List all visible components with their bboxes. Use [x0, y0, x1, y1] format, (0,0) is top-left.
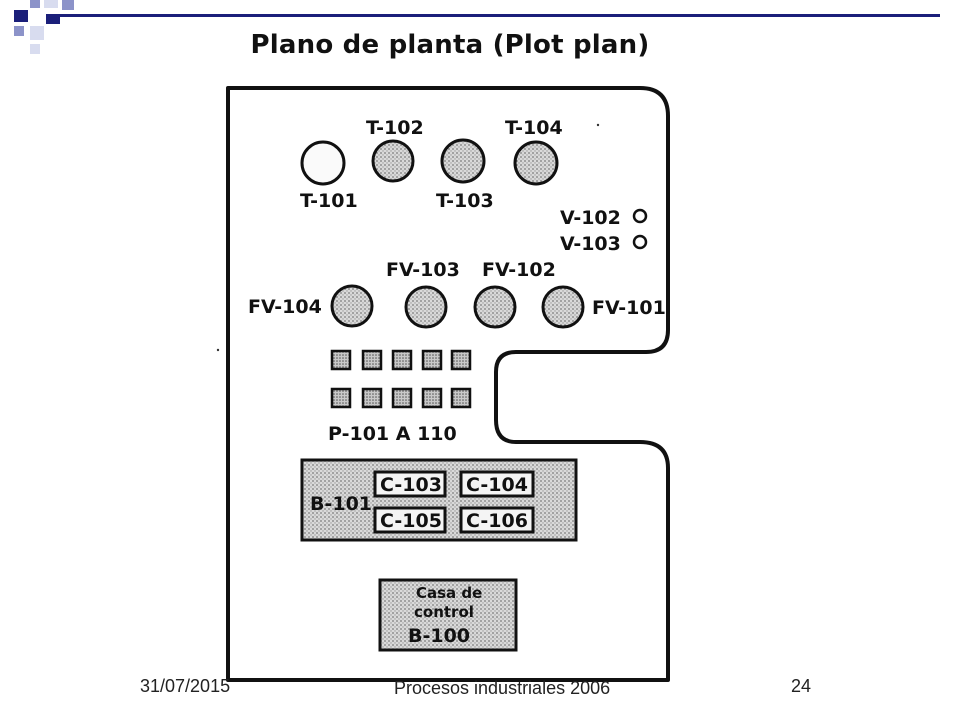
unit-c104: [459, 470, 535, 498]
unit-c103: [373, 470, 447, 498]
footer-date: 31/07/2015: [140, 676, 231, 696]
unit-label: C-105: [380, 510, 442, 532]
vessel-fv102: [473, 285, 517, 329]
page-number: 24: [791, 676, 812, 696]
unit-c106: [459, 506, 535, 534]
control-house-b100: [378, 578, 518, 652]
vessel-v103: [632, 234, 648, 250]
slide-title: Plano de planta (Plot plan): [250, 30, 650, 60]
unit-label: C-103: [380, 474, 442, 496]
tank-label: T-104: [505, 117, 563, 139]
unit-label: C-104: [466, 474, 528, 496]
building-label: B-101: [310, 493, 372, 515]
vessel-label: V-103: [560, 233, 621, 255]
slide-decoration: [14, 0, 940, 54]
control-house-line2: control: [414, 603, 474, 621]
pumps-label: P-101 A 110: [328, 423, 457, 445]
tank-t103: [440, 138, 486, 184]
control-house-line3: B-100: [408, 625, 470, 647]
pump-row-upper: [330, 349, 472, 371]
tank-label: T-101: [300, 190, 358, 212]
scan-speck: [216, 348, 220, 352]
pump-row-lower: [330, 387, 472, 409]
tank-t102: [371, 139, 415, 183]
scan-speck: [596, 123, 600, 127]
control-house-line1: Casa de: [416, 584, 482, 602]
vessel-fv101: [541, 285, 585, 329]
vessel-label: FV-103: [386, 259, 460, 281]
site-boundary: [226, 86, 670, 682]
unit-c105: [373, 506, 447, 534]
vessel-label: FV-101: [592, 297, 666, 319]
footer-center-text: Procesos industriales 2006: [394, 678, 611, 698]
vessel-label: V-102: [560, 207, 621, 229]
vessel-fv104: [330, 284, 374, 328]
vessel-v102: [632, 208, 648, 224]
tank-label: T-103: [436, 190, 494, 212]
vessel-label: FV-102: [482, 259, 556, 281]
vessel-label: FV-104: [248, 296, 322, 318]
tank-t101: [300, 140, 346, 186]
vessel-fv103: [404, 285, 448, 329]
tank-t104: [513, 140, 559, 186]
unit-label: C-106: [466, 510, 528, 532]
tank-label: T-102: [366, 117, 424, 139]
